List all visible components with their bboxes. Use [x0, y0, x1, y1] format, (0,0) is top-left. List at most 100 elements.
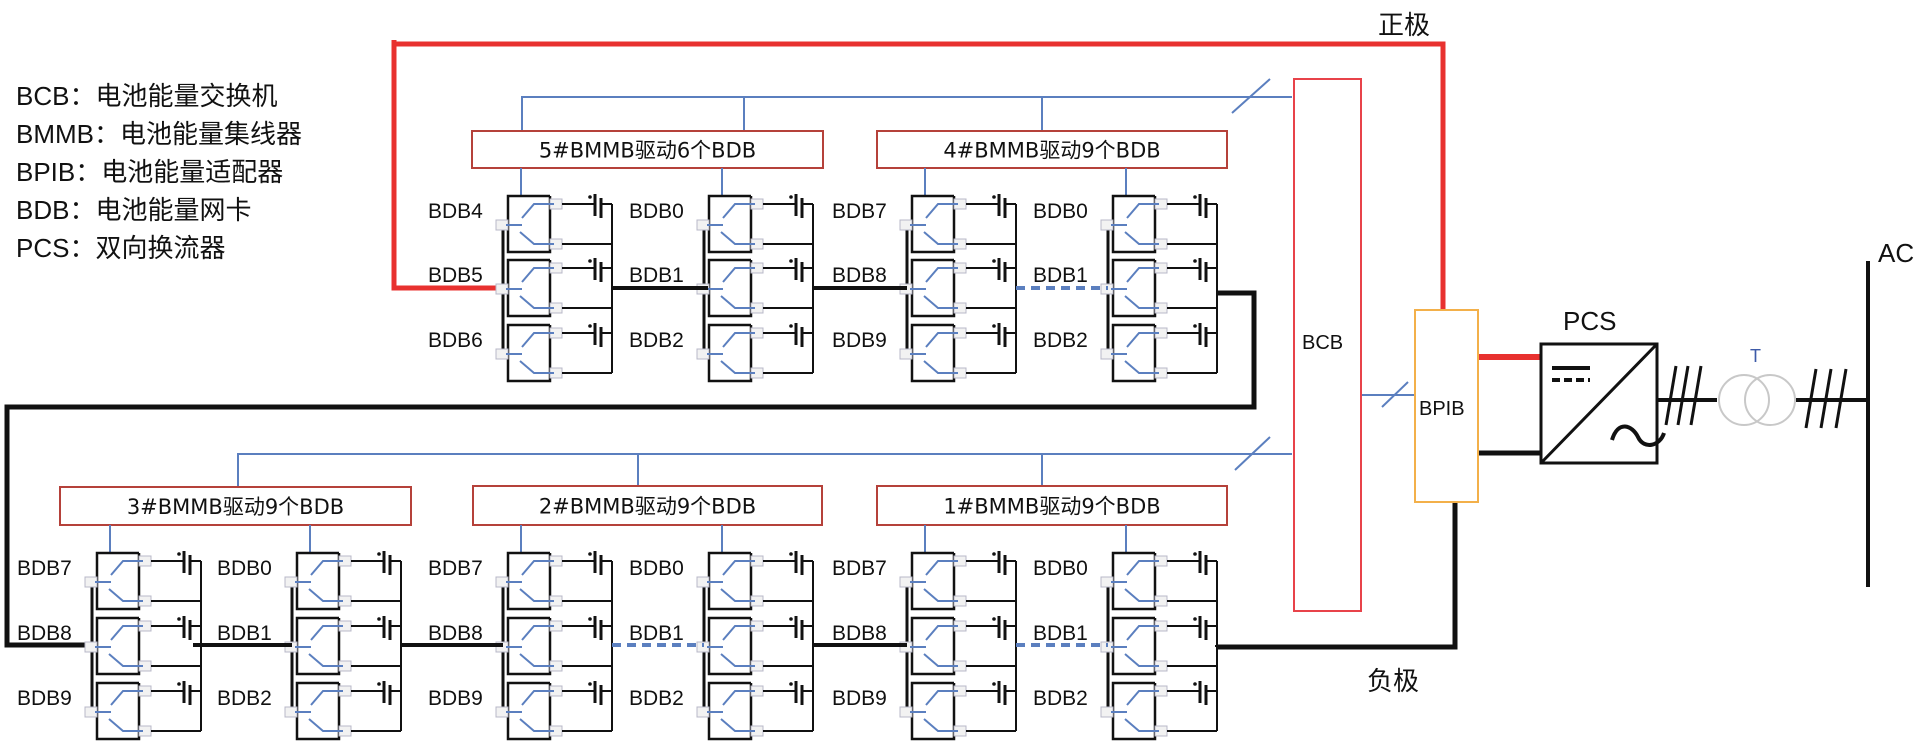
switch-icon	[310, 560, 343, 576]
switch-icon	[1126, 203, 1159, 219]
comm-bcb-bpib	[1362, 381, 1415, 408]
switch-icon	[925, 332, 958, 348]
bdb-label: BDB0	[217, 557, 272, 580]
bmmb-label: 4#BMMB驱动9个BDB	[943, 139, 1160, 163]
bdb-cell[interactable]: BDB8	[832, 258, 1016, 318]
switch-icon	[1126, 625, 1159, 641]
bdb-label: BDB8	[832, 264, 887, 287]
switch-icon	[310, 625, 343, 641]
bdb-cell[interactable]: BDB8	[832, 616, 1016, 676]
switch-icon	[1126, 690, 1159, 706]
legend: BCB：电池能量交换机 BMMB：电池能量集线器 BPIB：电池能量适配器 BD…	[16, 78, 302, 268]
switch-icon	[310, 690, 343, 706]
bdb-cell[interactable]: BDB0	[217, 551, 401, 611]
switch-icon	[110, 625, 143, 641]
bdb-cell[interactable]: BDB2	[629, 681, 813, 741]
bpib-box[interactable]	[1414, 309, 1479, 503]
switch-icon	[521, 625, 554, 641]
bdb-cell[interactable]: BDB9	[17, 681, 201, 741]
negative-bus-wire	[1217, 502, 1458, 650]
negative-label: 负极	[1367, 667, 1419, 697]
bdb-label: BDB2	[1033, 329, 1088, 352]
bcb-label: BCB	[1302, 332, 1343, 354]
bdb-cell[interactable]: BDB0	[1033, 551, 1217, 611]
bmmb-label: 1#BMMB驱动9个BDB	[943, 495, 1160, 519]
bdb-cell[interactable]: BDB9	[832, 681, 1016, 741]
bdb-cell[interactable]: BDB7	[832, 194, 1016, 254]
switch-icon	[521, 267, 554, 283]
transformer-label: T	[1750, 346, 1761, 366]
switch-icon	[722, 267, 755, 283]
bdb-label: BDB0	[1033, 200, 1088, 223]
switch-icon	[722, 203, 755, 219]
bpib-label: BPIB	[1419, 398, 1465, 420]
legend-item-bpib: BPIB：电池能量适配器	[16, 157, 284, 188]
switch-icon	[521, 560, 554, 576]
comm-bus-top	[521, 78, 1292, 131]
switch-icon	[1126, 267, 1159, 283]
bdb-cell[interactable]: BDB8	[428, 616, 612, 676]
pcs-label: PCS	[1563, 306, 1616, 336]
bdb-label: BDB7	[832, 200, 887, 223]
switch-icon	[1126, 332, 1159, 348]
bdb-cell[interactable]: BDB7	[832, 551, 1016, 611]
bdb-label: BDB6	[428, 329, 483, 352]
bdb-cell[interactable]: BDB7	[428, 551, 612, 611]
bmmb-box[interactable]	[876, 485, 1228, 526]
bmmb-box[interactable]	[471, 130, 824, 169]
bdb-cell[interactable]: BDB0	[1033, 194, 1217, 254]
bdb-cell[interactable]: BDB1	[1033, 258, 1217, 318]
bdb-label: BDB7	[17, 557, 72, 580]
bdb-label: BDB5	[428, 264, 483, 287]
bmmb-box[interactable]	[472, 485, 823, 526]
three-phase-marks-1	[1664, 365, 1703, 426]
bdb-label: BDB7	[428, 557, 483, 580]
bdb-cell[interactable]: BDB9	[832, 323, 1016, 383]
bdb-cell[interactable]: BDB0	[629, 551, 813, 611]
switch-icon	[521, 690, 554, 706]
bdb-cell[interactable]: BDB2	[629, 323, 813, 383]
three-phase-marks-2	[1804, 368, 1848, 429]
bdb-label: BDB2	[217, 687, 272, 710]
bdb-label: BDB2	[629, 329, 684, 352]
bmmb-label: 2#BMMB驱动9个BDB	[539, 495, 756, 519]
bdb-cell[interactable]: BDB6	[428, 323, 612, 383]
switch-icon	[722, 560, 755, 576]
bdb-label: BDB9	[832, 687, 887, 710]
pcs-converter[interactable]	[1539, 342, 1666, 465]
bdb-label: BDB8	[428, 622, 483, 645]
ac-wave-icon	[1610, 424, 1666, 447]
bdb-cell[interactable]: BDB1	[629, 616, 813, 676]
bdb-cell[interactable]: BDB2	[1033, 681, 1217, 741]
positive-bus-wire	[391, 40, 1446, 310]
legend-item-bcb: BCB：电池能量交换机	[16, 81, 278, 112]
bdb-label: BDB0	[629, 557, 684, 580]
bdb-cell[interactable]: BDB2	[1033, 323, 1217, 383]
bcb-box[interactable]	[1293, 78, 1362, 612]
bdb-label: BDB2	[1033, 687, 1088, 710]
bdb-cell[interactable]: BDB0	[629, 194, 813, 254]
bdb-cell[interactable]: BDB1	[1033, 616, 1217, 676]
switch-icon	[110, 690, 143, 706]
switch-icon	[521, 203, 554, 219]
bdb-cell[interactable]: BDB5	[428, 258, 612, 318]
bmmb-box[interactable]	[876, 130, 1228, 169]
legend-item-bdb: BDB：电池能量网卡	[16, 195, 252, 226]
switch-icon	[925, 690, 958, 706]
bdb-label: BDB7	[832, 557, 887, 580]
bmmb-box[interactable]	[59, 486, 412, 526]
switch-icon	[722, 690, 755, 706]
bmmb-label: 3#BMMB驱动9个BDB	[127, 495, 344, 519]
bdb-cell[interactable]: BDB9	[428, 681, 612, 741]
transformer-icon[interactable]	[1718, 374, 1796, 426]
bdb-cell[interactable]: BDB2	[217, 681, 401, 741]
bdb-cell[interactable]: BDB4	[428, 194, 612, 254]
legend-item-bmmb: BMMB：电池能量集线器	[16, 119, 303, 150]
bdb-cell[interactable]: BDB8	[17, 616, 201, 676]
bdb-label: BDB8	[17, 622, 72, 645]
bdb-cell[interactable]: BDB7	[17, 551, 201, 611]
